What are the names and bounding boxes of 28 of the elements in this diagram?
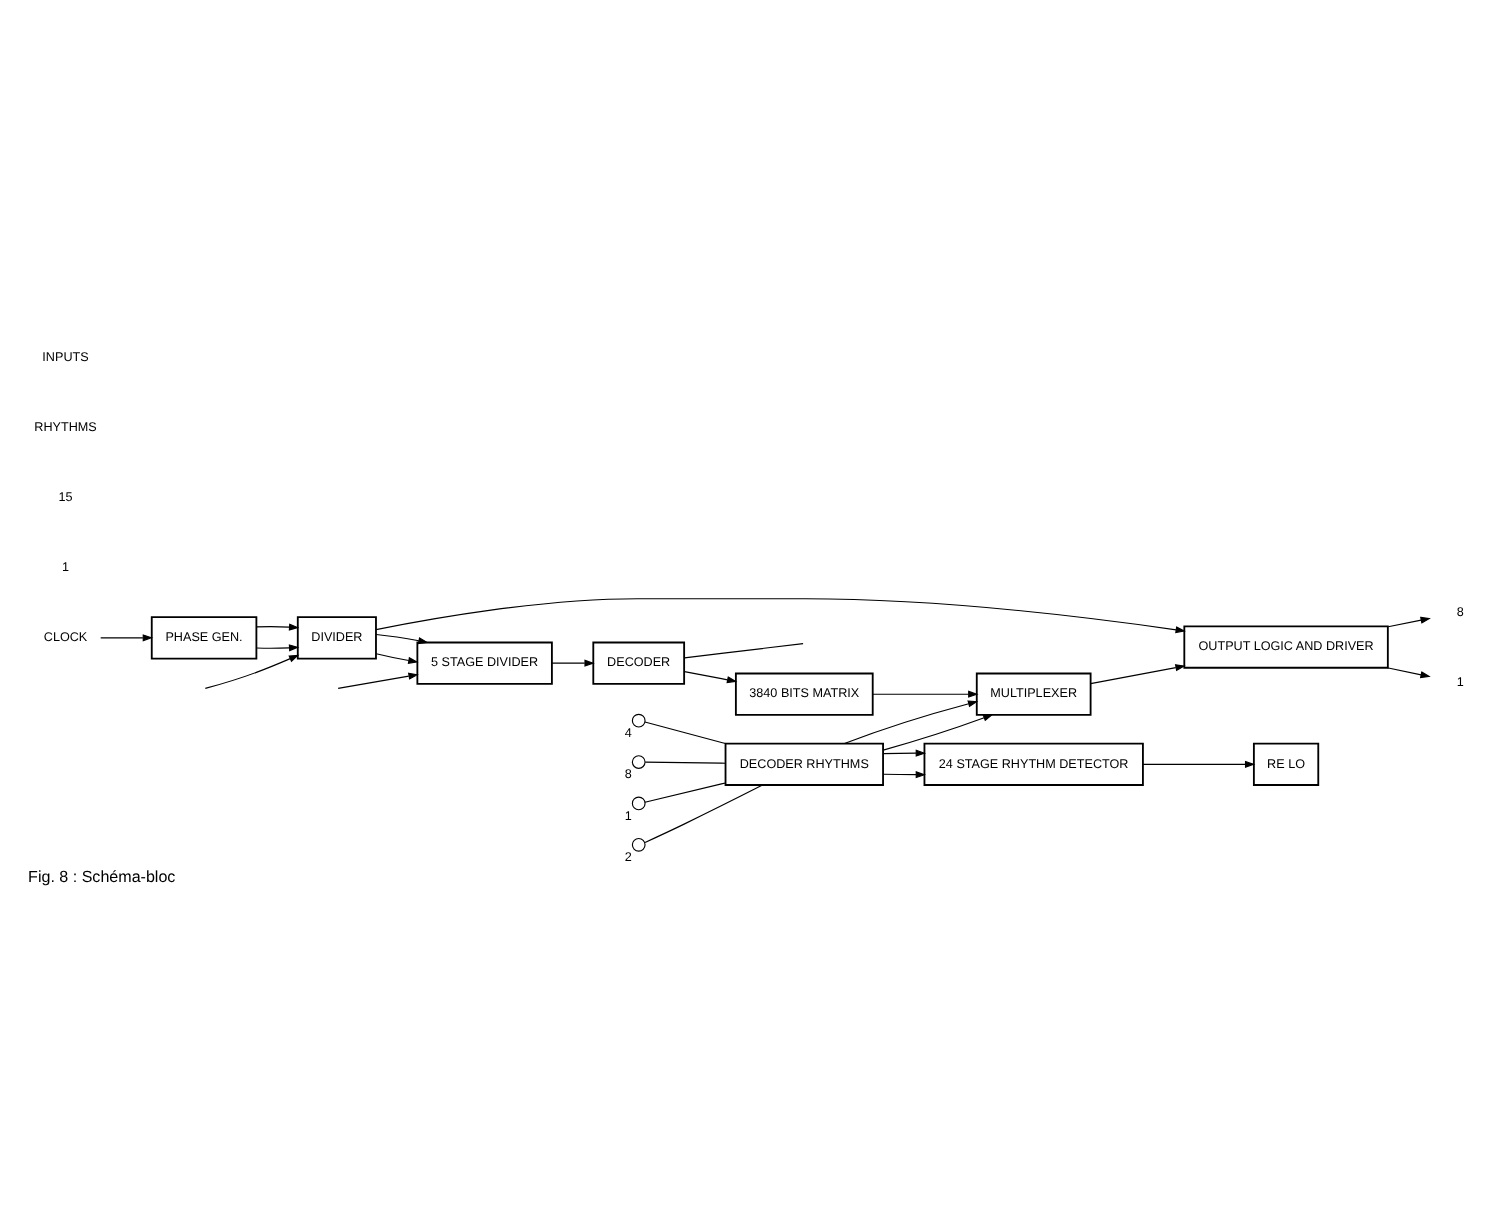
arrow (100, 634, 154, 642)
arrow (872, 690, 979, 698)
arrow (375, 633, 429, 645)
arrow (375, 598, 1186, 634)
connector (644, 782, 726, 803)
arrow (1142, 760, 1256, 768)
arrow (1387, 616, 1431, 628)
arrow (255, 644, 300, 652)
arrow (375, 653, 419, 664)
connector (683, 643, 804, 659)
arrow (551, 659, 595, 667)
arrow (1090, 664, 1186, 685)
arrow (843, 700, 979, 745)
arrow (1386, 667, 1431, 679)
arrow (255, 623, 300, 631)
node-circle (631, 713, 646, 728)
arrow (337, 672, 419, 689)
arrow (882, 749, 927, 757)
arrow (204, 654, 300, 689)
arrow (882, 714, 994, 751)
connector (644, 761, 727, 764)
arrow (683, 671, 738, 684)
arrow (882, 771, 927, 779)
connector (644, 784, 764, 844)
node-circle (631, 837, 646, 852)
node-circle (631, 796, 646, 811)
node-circle (631, 755, 646, 769)
connector (644, 721, 726, 745)
